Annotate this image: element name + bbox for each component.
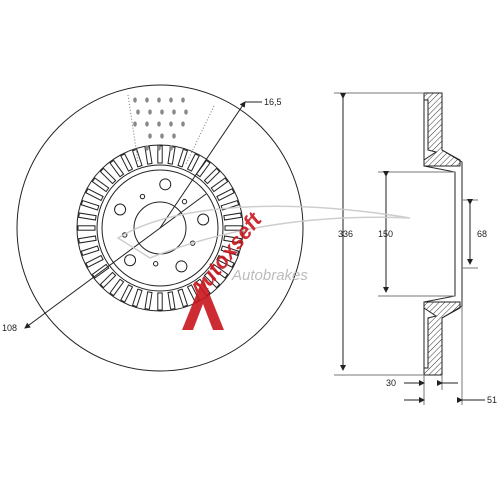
drilled-holes [133, 97, 188, 151]
vent-slot [203, 167, 221, 185]
locating-hole [152, 261, 159, 267]
side-section [334, 92, 485, 405]
bolt-hole [175, 260, 188, 273]
locating-hole [181, 198, 188, 205]
bolt-hole [114, 203, 127, 216]
drilled-hole [157, 121, 161, 127]
bolt-hole [197, 213, 210, 226]
bolt-circle-label: 108 [2, 323, 17, 333]
watermark-brand: Autoxseft [184, 206, 268, 303]
drilled-hole [172, 109, 176, 115]
vent-slot [223, 235, 242, 244]
watermark-a-mark [182, 278, 224, 330]
vent-slot [203, 271, 221, 289]
watermark-swoosh [116, 205, 411, 259]
drilled-hole [184, 109, 188, 115]
drilled-hole [169, 97, 173, 103]
hole-diameter-label: 16,5 [264, 97, 282, 107]
vent-slot [131, 288, 143, 308]
bolt-hole [124, 254, 137, 267]
vent-slot [120, 284, 134, 303]
ventilation-slots [77, 145, 243, 311]
vent-slot [109, 159, 125, 178]
vent-slot [223, 212, 242, 221]
vent-slot [224, 225, 243, 231]
drilled-hole [157, 97, 161, 103]
drilled-hole [160, 109, 164, 115]
hat-face [101, 169, 219, 287]
vent-slot [85, 188, 104, 202]
vent-slot [77, 225, 96, 231]
vent-slot [210, 177, 229, 193]
vent-slot [195, 159, 211, 178]
drilled-hole [169, 145, 173, 151]
vent-slot [109, 278, 125, 297]
hat-outer-ring [76, 144, 244, 312]
vent-slot [91, 263, 110, 279]
vent-slot [80, 245, 100, 257]
drilled-hole [157, 145, 161, 151]
vent-slot [167, 146, 176, 165]
drilled-hole [148, 133, 152, 139]
locating-hole [139, 193, 146, 200]
bolt-hole [159, 178, 172, 191]
vent-slot [210, 263, 229, 279]
drilled-hole [160, 133, 164, 139]
vent-slot [167, 291, 176, 310]
vent-slot [80, 199, 100, 211]
vent-slot [99, 167, 117, 185]
vent-slot [216, 188, 235, 202]
pcd-leader [24, 193, 207, 329]
vent-slot [157, 292, 163, 311]
vent-slot [177, 148, 189, 168]
vent-slot [186, 153, 200, 172]
drilled-hole [181, 121, 185, 127]
outer-diameter-label: 336 [338, 229, 353, 239]
vent-slot [78, 235, 97, 244]
watermark-sub: Autobrakes [231, 267, 308, 284]
vent-slot [220, 245, 240, 257]
vent-slot [91, 177, 110, 193]
vent-slot [144, 291, 153, 310]
drilled-hole [148, 109, 152, 115]
vent-slot [99, 271, 117, 289]
drilled-hole [169, 121, 173, 127]
vent-slot [131, 148, 143, 168]
hole-leader [159, 101, 246, 229]
drilled-hole [133, 121, 137, 127]
vent-slot [78, 212, 97, 221]
disc-outer-edge [16, 84, 304, 372]
vent-slot [120, 153, 134, 172]
center-bore-label: 68 [477, 229, 487, 239]
vent-slot [85, 254, 104, 268]
hub-diameter-label: 150 [378, 229, 393, 239]
drilled-hole [145, 145, 149, 151]
drilled-hole [145, 121, 149, 127]
drilled-hole [133, 97, 137, 103]
drilled-hole [172, 133, 176, 139]
drilled-hole [136, 109, 140, 115]
drilled-hole [181, 97, 185, 103]
vent-slot [216, 254, 235, 268]
drilled-hole [145, 97, 149, 103]
thickness-label: 30 [386, 378, 396, 388]
hat-inner-ring [96, 164, 224, 292]
drilled-zone-outline [127, 94, 215, 165]
vent-slot [177, 288, 189, 308]
total-height-label: 51 [487, 395, 497, 405]
